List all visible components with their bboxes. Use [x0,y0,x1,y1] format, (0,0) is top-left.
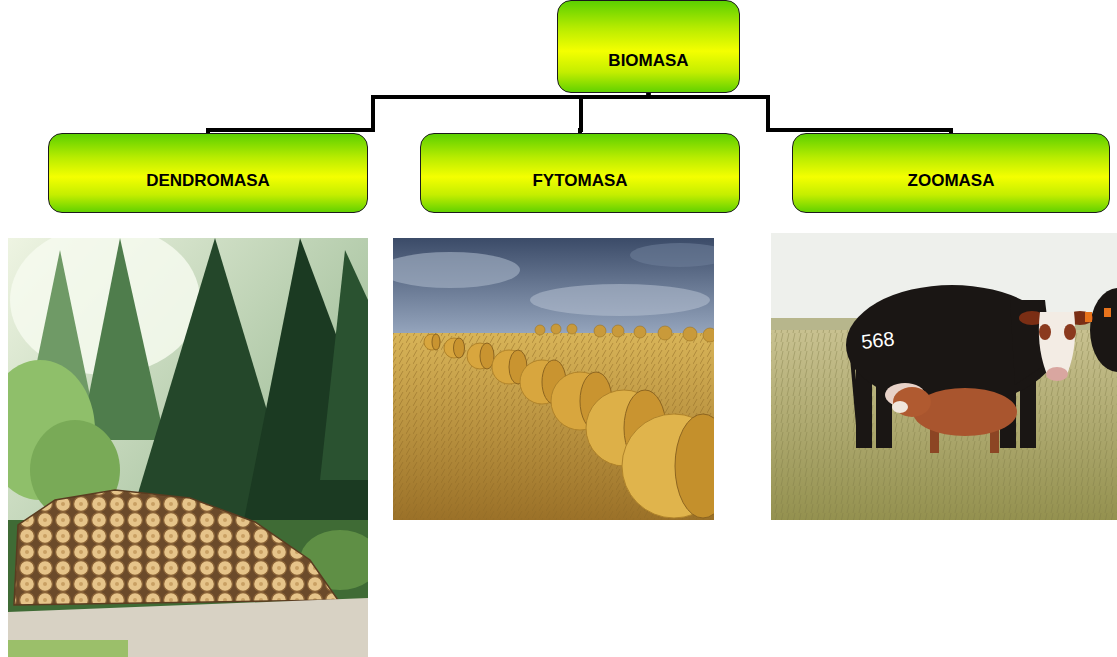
category-box: ZOOMASA [792,133,1110,213]
cow-body [846,285,1058,405]
far-bales [703,328,714,342]
spruce-tree [80,238,165,440]
far-bales [594,325,606,337]
straw-bales [432,334,440,350]
forest-road [8,598,368,657]
far-bales [535,325,545,335]
ear-tag [1104,308,1111,317]
straw-bales [467,343,493,369]
field-photo [393,238,714,520]
straw-bales [444,338,464,358]
cloud [630,243,714,267]
box-title: FYTOMASA [532,171,627,191]
box-title: BIOMASA [608,51,688,71]
far-bales [658,326,672,340]
forest-photo [8,238,368,657]
far-bales [551,324,561,334]
far-bales [535,324,714,342]
tree-connector [208,93,649,133]
root-box: BIOMASA [557,0,740,93]
cow-photo [771,233,1117,520]
cow-muzzle [1046,367,1068,381]
calf-muzzle [892,401,908,413]
log-pile [14,490,338,605]
spruce-tree [320,250,368,480]
cow-number: 568 [860,328,895,353]
box-title: DENDROMASA [146,171,270,191]
far-bales [612,325,624,337]
spruce-tree [240,238,368,540]
far-bales [567,324,577,334]
category-box: DENDROMASA [48,133,368,213]
face-patch [1064,324,1076,340]
ear-tag [1085,312,1092,322]
box-title: ZOOMASA [908,171,995,191]
straw-bales [675,414,714,518]
straw-bales [424,334,714,518]
cloud [530,284,710,316]
face-patch [1039,324,1051,340]
grass [8,640,128,657]
second-cow [1090,288,1117,372]
calf-head [893,387,931,417]
straw-bales [454,338,465,358]
tree-connector [649,93,952,133]
far-bales [683,327,697,341]
tree-connector [580,93,649,133]
category-box: FYTOMASA [420,133,740,213]
straw-bales [424,334,440,350]
far-bales [634,326,646,338]
cloud [393,252,520,288]
